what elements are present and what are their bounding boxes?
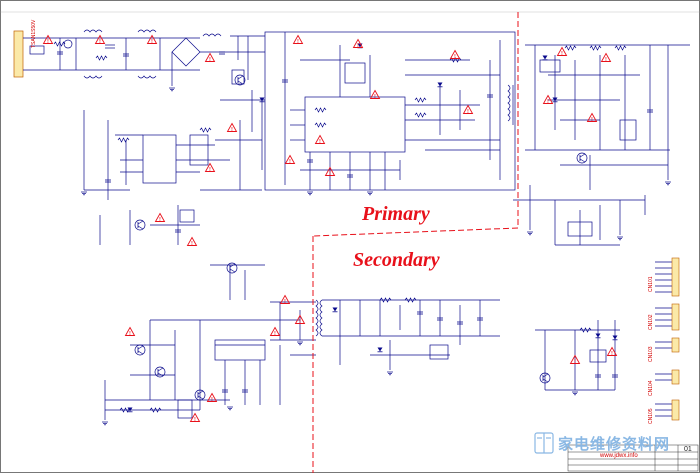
warning-icons [43, 35, 617, 424]
watermark-book-icon [534, 432, 554, 454]
components [53, 41, 672, 426]
connector-3 [671, 337, 680, 353]
title-block [567, 444, 699, 472]
connector-label-2: CN102 [648, 314, 654, 330]
connector-2 [671, 303, 680, 331]
connector-5 [671, 399, 680, 421]
connector-label-1: CN101 [648, 276, 654, 292]
sheet-number: 01 [684, 446, 692, 453]
connector-label-3: CN103 [648, 346, 654, 362]
watermark-url: www.jdwx.info [600, 453, 638, 459]
primary-label: Primary [362, 203, 430, 225]
connector-1 [671, 257, 680, 297]
connector-label-4: CN104 [648, 380, 654, 396]
connector-label-5: CN105 [648, 408, 654, 424]
wiring [13, 29, 690, 420]
watermark-text: 家电维修资料网 [558, 436, 671, 453]
isolation-divider [312, 12, 519, 473]
secondary-label: Secondary [353, 249, 440, 271]
input-connector-label: TSAN1S50V [31, 19, 37, 48]
connector-4 [671, 369, 680, 385]
output-connectors [671, 257, 680, 421]
